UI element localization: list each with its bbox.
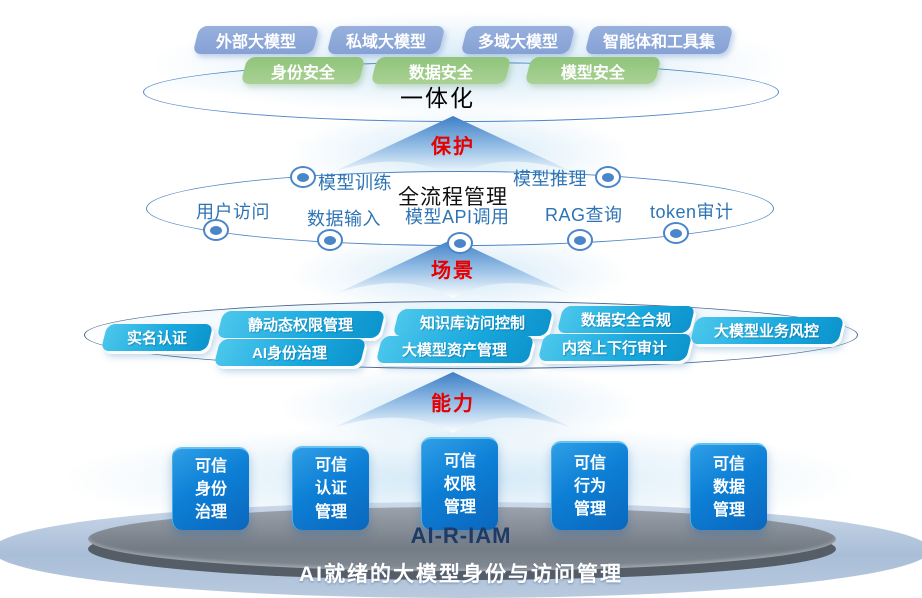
process-item-user-access: 用户访问 — [196, 202, 270, 222]
node-dot-icon — [567, 229, 593, 251]
capability-box-behavior: 可信 行为 管理 — [551, 441, 628, 530]
security-pill-model: 模型安全 — [524, 57, 662, 84]
scenario-pill-llm-business-risk: 大模型业务风控 — [689, 317, 845, 344]
scenario-pill-permission-mgmt: 静动态权限管理 — [216, 311, 386, 338]
process-item-model-inference: 模型推理 — [513, 169, 587, 189]
scenario-pill-data-compliance: 数据安全合规 — [556, 306, 696, 333]
node-dot-icon — [203, 219, 229, 241]
process-item-data-input: 数据输入 — [307, 209, 381, 229]
capability-box-permission: 可信 权限 管理 — [421, 437, 498, 530]
stage-label-capability: 能力 — [431, 393, 475, 415]
node-dot-icon — [447, 232, 473, 254]
scenario-pill-realname-auth: 实名认证 — [100, 324, 214, 351]
scenario-pill-content-audit: 内容上下行审计 — [537, 334, 693, 361]
node-dot-icon — [595, 166, 621, 188]
scenario-pill-kb-access-control: 知识库访问控制 — [392, 309, 554, 336]
model-pill-agents-tools: 智能体和工具集 — [584, 26, 734, 54]
platform-subtitle: AI就绪的大模型身份与访问管理 — [299, 563, 623, 586]
capability-box-authentication: 可信 认证 管理 — [292, 446, 369, 530]
platform-name: AI-R-IAM — [410, 523, 512, 548]
model-pill-external: 外部大模型 — [192, 26, 320, 54]
process-item-token-audit: token审计 — [650, 202, 734, 222]
stage-label-scenario: 场景 — [431, 260, 475, 282]
scenario-pill-llm-asset-mgmt: 大模型资产管理 — [375, 336, 535, 363]
unified-label: 一体化 — [400, 85, 475, 111]
node-dot-icon — [317, 229, 343, 251]
stage-label-protect: 保护 — [431, 136, 475, 158]
process-item-model-training: 模型训练 — [318, 173, 392, 193]
node-dot-icon — [290, 166, 316, 188]
capability-arrow: 能力 — [333, 371, 573, 435]
model-pill-private: 私域大模型 — [326, 26, 446, 54]
security-pill-identity: 身份安全 — [240, 57, 366, 84]
scenario-pill-ai-identity-governance: AI身份治理 — [213, 339, 367, 366]
node-dot-icon — [663, 222, 689, 244]
process-item-model-api-call: 模型API调用 — [405, 207, 510, 227]
capability-box-identity-governance: 可信 身份 治理 — [172, 447, 249, 530]
capability-box-data: 可信 数据 管理 — [690, 443, 767, 530]
model-pill-multidomain: 多域大模型 — [460, 26, 576, 54]
process-item-rag-query: RAG查询 — [545, 205, 623, 225]
